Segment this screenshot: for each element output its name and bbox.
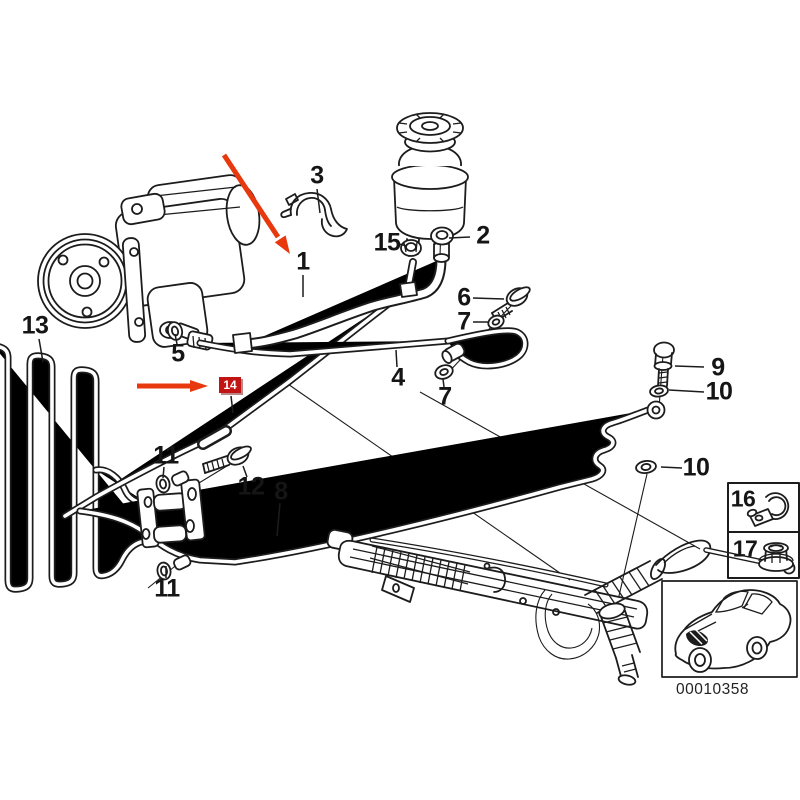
callout-6[interactable]: 6 bbox=[457, 283, 471, 312]
highlight-arrows bbox=[137, 153, 290, 392]
rack-right-boot-ribs bbox=[594, 567, 650, 609]
red-arrowhead-diagonal bbox=[274, 235, 290, 254]
car-silhouette bbox=[674, 589, 792, 673]
callout-11b[interactable]: 11 bbox=[154, 574, 180, 603]
callout-2[interactable]: 2 bbox=[476, 221, 490, 250]
callout-3[interactable]: 3 bbox=[310, 161, 324, 190]
bolt-9-washers-10-art bbox=[635, 341, 675, 475]
bracket-11-12-art bbox=[136, 445, 252, 581]
inset-box-17 bbox=[727, 531, 800, 579]
rack-left-boot-ribs bbox=[369, 545, 471, 592]
pipe-8-art bbox=[80, 400, 666, 563]
callout-1[interactable]: 1 bbox=[296, 247, 310, 276]
callout-9[interactable]: 9 bbox=[711, 353, 725, 382]
steering-rack-art bbox=[326, 529, 796, 686]
callout-11a[interactable]: 11 bbox=[153, 441, 179, 470]
clamp-3-art bbox=[280, 192, 348, 238]
bolt-6-washers-7-art bbox=[434, 286, 531, 380]
callout-16[interactable]: 16 bbox=[730, 485, 756, 512]
red-arrowhead-horizontal bbox=[190, 380, 208, 392]
callout-5[interactable]: 5 bbox=[171, 339, 185, 368]
callout-ticks bbox=[38, 188, 705, 578]
hose-1-art bbox=[232, 259, 441, 354]
oil-cooler-art bbox=[0, 344, 154, 589]
callout-12[interactable]: 12 bbox=[237, 472, 265, 501]
callout-15[interactable]: 15 bbox=[373, 228, 401, 257]
drawing-number: 00010358 bbox=[676, 681, 749, 698]
highlighted-callout-badge[interactable]: 14 bbox=[219, 377, 241, 393]
pinion-ribs bbox=[602, 616, 638, 650]
callout-17[interactable]: 17 bbox=[732, 535, 758, 562]
fluid-reservoir-art bbox=[391, 112, 469, 298]
callout-7a[interactable]: 7 bbox=[457, 307, 471, 336]
callout-10b[interactable]: 10 bbox=[682, 453, 710, 482]
callout-7b[interactable]: 7 bbox=[438, 382, 452, 411]
callout-4[interactable]: 4 bbox=[391, 363, 405, 392]
callout-10a[interactable]: 10 bbox=[705, 377, 733, 406]
red-arrow-diagonal bbox=[221, 153, 281, 239]
power-steering-pump-art bbox=[37, 174, 261, 348]
car-locator-box bbox=[661, 580, 798, 678]
callout-8[interactable]: 8 bbox=[274, 477, 288, 506]
callout-13[interactable]: 13 bbox=[21, 311, 49, 340]
